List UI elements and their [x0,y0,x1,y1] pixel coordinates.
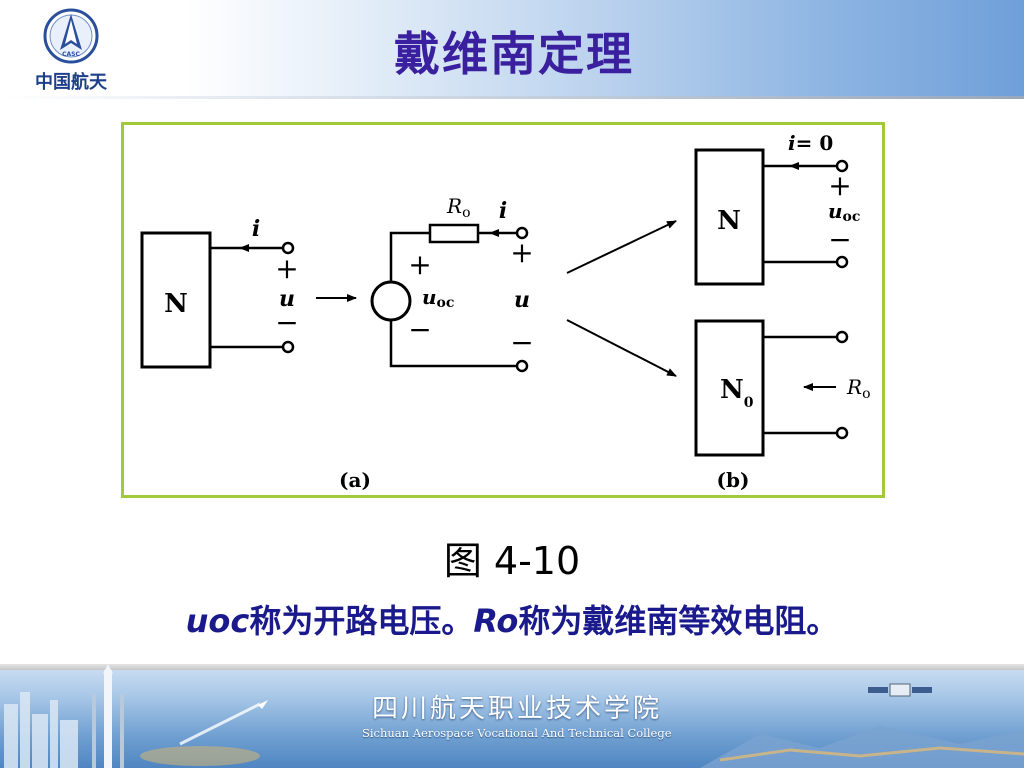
footer-banner [0,664,1024,768]
panel-b-open-circuit: N i= 0 + uoc − [694,131,860,286]
terminal-bottom [835,255,849,269]
minus-sign: − [275,306,298,339]
panel-b-label: (b) [717,468,750,492]
page-title: 戴维南定理 [394,27,634,81]
figure-caption: 图 4-10 [443,539,581,583]
casc-emblem-icon: CASC [43,8,99,64]
terminal-top [835,159,849,173]
rocket-icon [92,664,124,768]
terminal-top [515,226,529,240]
source-plus: + [408,248,431,281]
city-skyline-icon [4,692,78,768]
arrow-to-dead-network [566,319,677,377]
panel-b-dead-network: N0 Ro [694,319,871,457]
casc-logo: CASC 中国航天 [26,6,114,93]
description-text: uoc称为开路电压。Ro称为戴维南等效电阻。 [0,596,1024,642]
terminal-plus: + [510,236,533,269]
network-label: N [717,206,741,236]
terminal-bottom [281,340,295,354]
plus-sign: + [275,252,298,285]
uoc-term: uoc [185,602,250,640]
logo-text: 中国航天 [35,72,107,93]
terminal-bottom [835,426,849,440]
uoc-definition: 称为开路电压。 [249,602,474,640]
mountain-icon [700,726,1024,768]
terminal-top [281,241,295,255]
footer-scenery [4,664,1024,768]
ro-term: Ro [473,602,519,640]
panel-a-label: (a) [339,468,371,492]
ro-definition: 称为戴维南等效电阻。 [518,602,839,640]
great-wall-icon [719,746,1024,762]
ro-label: Ro [446,194,471,221]
arrow-to-open-circuit [566,220,677,274]
source-top-wire [389,231,430,282]
uoc-label: uoc [422,285,454,311]
source-minus: − [408,313,431,346]
voltage-source [370,280,412,322]
ro-resistor [428,223,480,244]
terminal-top [835,330,849,344]
college-name: 四川航天职业技术学院 [372,694,663,724]
network-label: N [164,289,188,319]
terminal-voltage-label: u [514,287,530,313]
panel-a-network: N i + u − [140,216,299,369]
network-zero-label: N0 [720,375,754,411]
satellite-icon [868,683,932,697]
plus-sign: + [828,169,851,202]
voltage-label: u [279,286,295,312]
college-english-name: Sichuan Aerospace Vocational And Technic… [362,726,672,740]
ro-label: Ro [846,375,871,402]
network-box [694,148,765,286]
header-divider [0,96,1024,99]
minus-sign: − [828,223,851,256]
figure-frame [121,122,885,498]
missile-icon [140,700,268,766]
current-label: i [252,216,260,242]
uoc-label: uoc [828,199,860,225]
terminal-minus: − [510,326,533,359]
footer-top-border [0,664,1024,670]
network-zero-box [694,319,765,457]
logo-badge-text: CASC [62,51,80,58]
terminal-bottom [515,359,529,373]
header-banner [0,0,1024,98]
source-bottom-wire [389,320,517,368]
current-label: i [499,198,507,224]
network-box [140,231,212,369]
panel-a-thevenin-equivalent: Ro i + uoc − + u − [370,194,534,373]
current-zero-label: i= 0 [788,131,833,155]
